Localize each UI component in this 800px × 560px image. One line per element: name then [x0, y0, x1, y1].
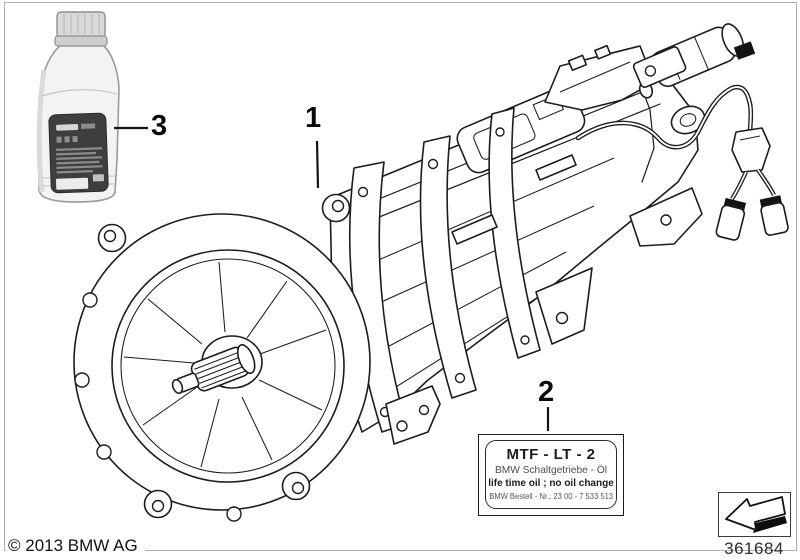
- back-arrow-button[interactable]: [718, 492, 791, 537]
- gearbox-rear-details: [629, 105, 706, 247]
- copyright-text: © 2013 BMW AG: [6, 536, 145, 558]
- oil-spec-order-number: BMW Bestell - Nr.: 23 00 - 7 533 513: [489, 492, 614, 501]
- actuator-cylinder: [632, 23, 756, 88]
- wiring-harness: [575, 84, 789, 241]
- oil-spec-label-inner: MTF - LT - 2 BMW Schaltgetriebe - Öl lif…: [485, 440, 617, 509]
- callout-lines: [114, 126, 550, 431]
- callout-1[interactable]: 1: [305, 102, 322, 134]
- oil-spec-title: MTF - LT - 2: [506, 446, 596, 463]
- housing-radial-ribs: [123, 261, 327, 468]
- bell-housing: [73, 193, 371, 522]
- callout-2[interactable]: 2: [538, 376, 555, 408]
- mount-brackets: [385, 267, 593, 445]
- connector-plug-left: [715, 197, 747, 241]
- callout-3[interactable]: 3: [151, 110, 168, 142]
- oil-spec-label-box: MTF - LT - 2 BMW Schaltgetriebe - Öl lif…: [478, 434, 624, 516]
- oil-spec-note: life time oil ; no oil change: [488, 478, 614, 489]
- shift-tower: [544, 44, 655, 111]
- connector-plug-right: [759, 195, 789, 236]
- diagram-number: 361684: [724, 539, 784, 558]
- bottle-label: [48, 112, 109, 194]
- harness-splitter: [731, 127, 771, 173]
- input-shaft: [171, 343, 256, 395]
- case-rib-flanges: [348, 107, 577, 433]
- oil-spec-subtitle: BMW Schaltgetriebe - Öl: [494, 464, 608, 476]
- back-arrow-icon: [725, 496, 787, 533]
- oil-bottle-icon: [36, 11, 120, 203]
